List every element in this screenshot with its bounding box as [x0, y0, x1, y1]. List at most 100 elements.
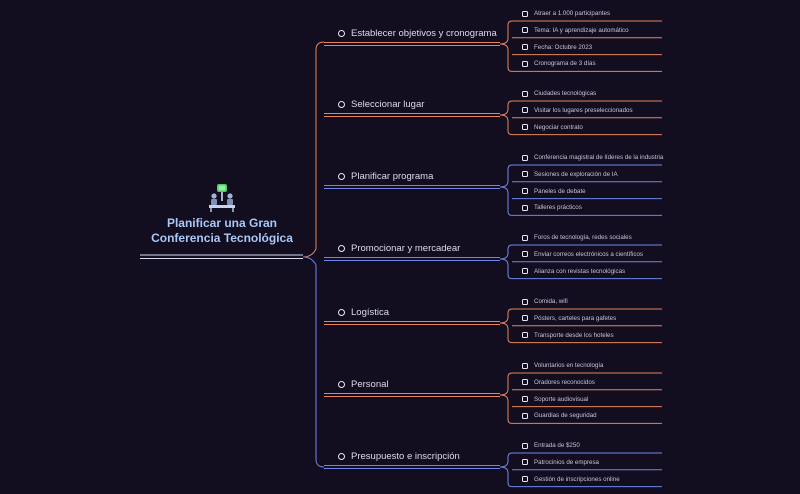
topic-node[interactable]: Seleccionar lugar: [338, 99, 424, 110]
checkbox-icon[interactable]: [522, 171, 528, 178]
checkbox-icon[interactable]: [522, 251, 528, 258]
sub-bracket-bottom: [499, 258, 513, 280]
subtopic-node[interactable]: Tema: IA y aprendizaje automático: [522, 27, 629, 34]
topic-label: Establecer objetivos y cronograma: [351, 28, 497, 39]
root-node[interactable]: Planificar una Gran Conferencia Tecnológ…: [142, 182, 302, 246]
subtopic-label: Conferencia magistral de líderes de la i…: [534, 154, 664, 161]
circle-bullet-icon: [338, 309, 345, 316]
subtopic-label: Cronograma de 3 días: [534, 60, 596, 68]
checkbox-icon[interactable]: [522, 124, 528, 131]
topic-label: Promocionar y mercadear: [351, 243, 461, 254]
subtopic-node[interactable]: Sesiones de exploración de IA: [522, 171, 618, 178]
subtopic-node[interactable]: Visitar los lugares preseleccionados: [522, 107, 633, 114]
subtopic-label: Negociar contrato: [534, 123, 583, 131]
checkbox-icon[interactable]: [522, 154, 528, 161]
subtopic-node[interactable]: Atraer a 1.000 participantes: [522, 10, 610, 17]
sub-bracket-top: [499, 452, 513, 468]
checkbox-icon[interactable]: [522, 379, 528, 386]
subtopic-label: Tema: IA y aprendizaje automático: [534, 26, 629, 34]
subtopic-node[interactable]: Paneles de debate: [522, 188, 586, 195]
subtopic-node[interactable]: Comida, wifi: [522, 298, 568, 305]
subtopic-node[interactable]: Transporte desde los hoteles: [522, 332, 614, 339]
subtopic-label: Fecha: Octubre 2023: [534, 43, 593, 51]
subtopic-label: Guardias de seguridad: [534, 412, 597, 420]
topic-label: Personal: [351, 379, 389, 390]
subtopic-node[interactable]: Conferencia magistral de líderes de la i…: [522, 154, 663, 161]
subtopic-node[interactable]: Talleres prácticos: [522, 204, 582, 211]
sub-bracket-bottom: [499, 114, 513, 136]
topic-node[interactable]: Logística: [338, 307, 389, 318]
checkbox-icon[interactable]: [522, 412, 528, 419]
subtopic-label: Enviar correos electrónicos a científico…: [534, 250, 644, 258]
sub-bracket-top: [499, 164, 513, 188]
checkbox-icon[interactable]: [522, 107, 528, 114]
checkbox-icon[interactable]: [522, 60, 528, 67]
topic-label: Planificar programa: [351, 171, 434, 182]
topic-node[interactable]: Presupuesto e inscripción: [338, 451, 460, 462]
subtopic-label: Pósters, carteles para gafetes: [534, 314, 617, 322]
checkbox-icon[interactable]: [522, 90, 528, 97]
circle-bullet-icon: [338, 381, 345, 388]
topic-node[interactable]: Planificar programa: [338, 171, 433, 182]
subtopic-node[interactable]: Alianza con revistas tecnológicas: [522, 268, 625, 275]
sub-bracket-top: [499, 244, 513, 260]
checkbox-icon[interactable]: [522, 459, 528, 466]
sub-bracket-bottom: [499, 466, 513, 488]
subtopic-label: Talleres prácticos: [534, 204, 582, 212]
sub-bracket-bottom: [499, 322, 513, 344]
main-bracket-top: [302, 41, 325, 258]
subtopic-node[interactable]: Entrada de $250: [522, 442, 580, 449]
subtopic-node[interactable]: Voluntarios en tecnología: [522, 362, 604, 369]
circle-bullet-icon: [338, 30, 345, 37]
conference-icon: [207, 182, 237, 212]
subtopic-node[interactable]: Oradores reconocidos: [522, 379, 595, 386]
subtopic-label: Paneles de debate: [534, 187, 586, 195]
subtopic-node[interactable]: Ciudades tecnológicas: [522, 90, 596, 97]
checkbox-icon[interactable]: [522, 476, 528, 483]
checkbox-icon[interactable]: [522, 204, 528, 211]
circle-bullet-icon: [338, 101, 345, 108]
checkbox-icon[interactable]: [522, 442, 528, 449]
checkbox-icon[interactable]: [522, 362, 528, 369]
circle-bullet-icon: [338, 173, 345, 180]
subtopic-node[interactable]: Fecha: Octubre 2023: [522, 44, 592, 51]
topic-label: Logística: [351, 307, 390, 318]
topic-node[interactable]: Promocionar y mercadear: [338, 243, 460, 254]
checkbox-icon[interactable]: [522, 332, 528, 339]
checkbox-icon[interactable]: [522, 188, 528, 195]
checkbox-icon[interactable]: [522, 234, 528, 241]
subtopic-node[interactable]: Gestión de inscripciones online: [522, 476, 620, 483]
subtopic-label: Voluntarios en tecnología: [534, 362, 604, 369]
checkbox-icon[interactable]: [522, 27, 528, 34]
checkbox-icon[interactable]: [522, 10, 528, 17]
checkbox-icon[interactable]: [522, 268, 528, 275]
subtopic-label: Ciudades tecnológicas: [534, 90, 597, 97]
sub-bracket-top: [499, 308, 513, 324]
subtopic-node[interactable]: Guardias de seguridad: [522, 412, 597, 419]
checkbox-icon[interactable]: [522, 44, 528, 51]
subtopic-node[interactable]: Negociar contrato: [522, 124, 583, 131]
topic-label: Presupuesto e inscripción: [351, 451, 460, 462]
checkbox-icon[interactable]: [522, 396, 528, 403]
topic-node[interactable]: Establecer objetivos y cronograma: [338, 28, 497, 39]
topic-label: Seleccionar lugar: [351, 99, 425, 110]
subtopic-label: Gestión de inscripciones online: [534, 475, 620, 483]
circle-bullet-icon: [338, 453, 345, 460]
subtopic-label: Comida, wifi: [534, 298, 568, 305]
subtopic-label: Sesiones de exploración de IA: [534, 170, 618, 178]
subtopic-label: Atraer a 1.000 participantes: [534, 10, 611, 17]
subtopic-node[interactable]: Foros de tecnología, redes sociales: [522, 234, 632, 241]
subtopic-label: Entrada de $250: [534, 442, 580, 449]
topic-node[interactable]: Personal: [338, 379, 389, 390]
sub-bracket-bottom: [499, 394, 513, 424]
subtopic-node[interactable]: Patrocinios de empresa: [522, 459, 599, 466]
checkbox-icon[interactable]: [522, 298, 528, 305]
subtopic-node[interactable]: Enviar correos electrónicos a científico…: [522, 251, 643, 258]
subtopic-node[interactable]: Pósters, carteles para gafetes: [522, 315, 616, 322]
subtopic-label: Alianza con revistas tecnológicas: [534, 267, 626, 275]
checkbox-icon[interactable]: [522, 315, 528, 322]
subtopic-node[interactable]: Soporte audiovisual: [522, 396, 588, 403]
subtopic-label: Visitar los lugares preseleccionados: [534, 106, 633, 114]
subtopic-node[interactable]: Cronograma de 3 días: [522, 60, 596, 67]
